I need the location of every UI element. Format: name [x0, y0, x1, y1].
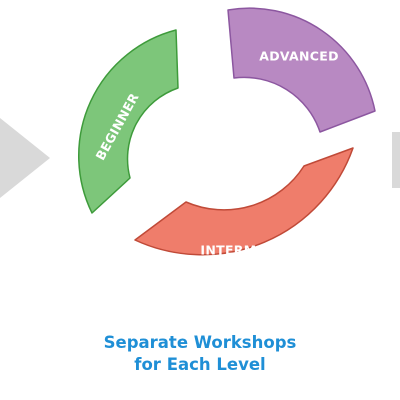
advanced-segment — [227, 7, 376, 133]
caption-line-2: for Each Level — [134, 355, 266, 374]
advanced-label: ADVANCED — [259, 49, 339, 64]
beginner-segment — [78, 29, 179, 214]
intermediate-label: INTERMEDIATE — [200, 243, 307, 258]
intermediate-segment — [134, 147, 354, 256]
left-arrow-shape — [0, 118, 50, 198]
caption: Separate Workshops for Each Level — [0, 332, 400, 376]
caption-line-1: Separate Workshops — [103, 333, 297, 352]
right-arrow-shape — [392, 132, 400, 188]
